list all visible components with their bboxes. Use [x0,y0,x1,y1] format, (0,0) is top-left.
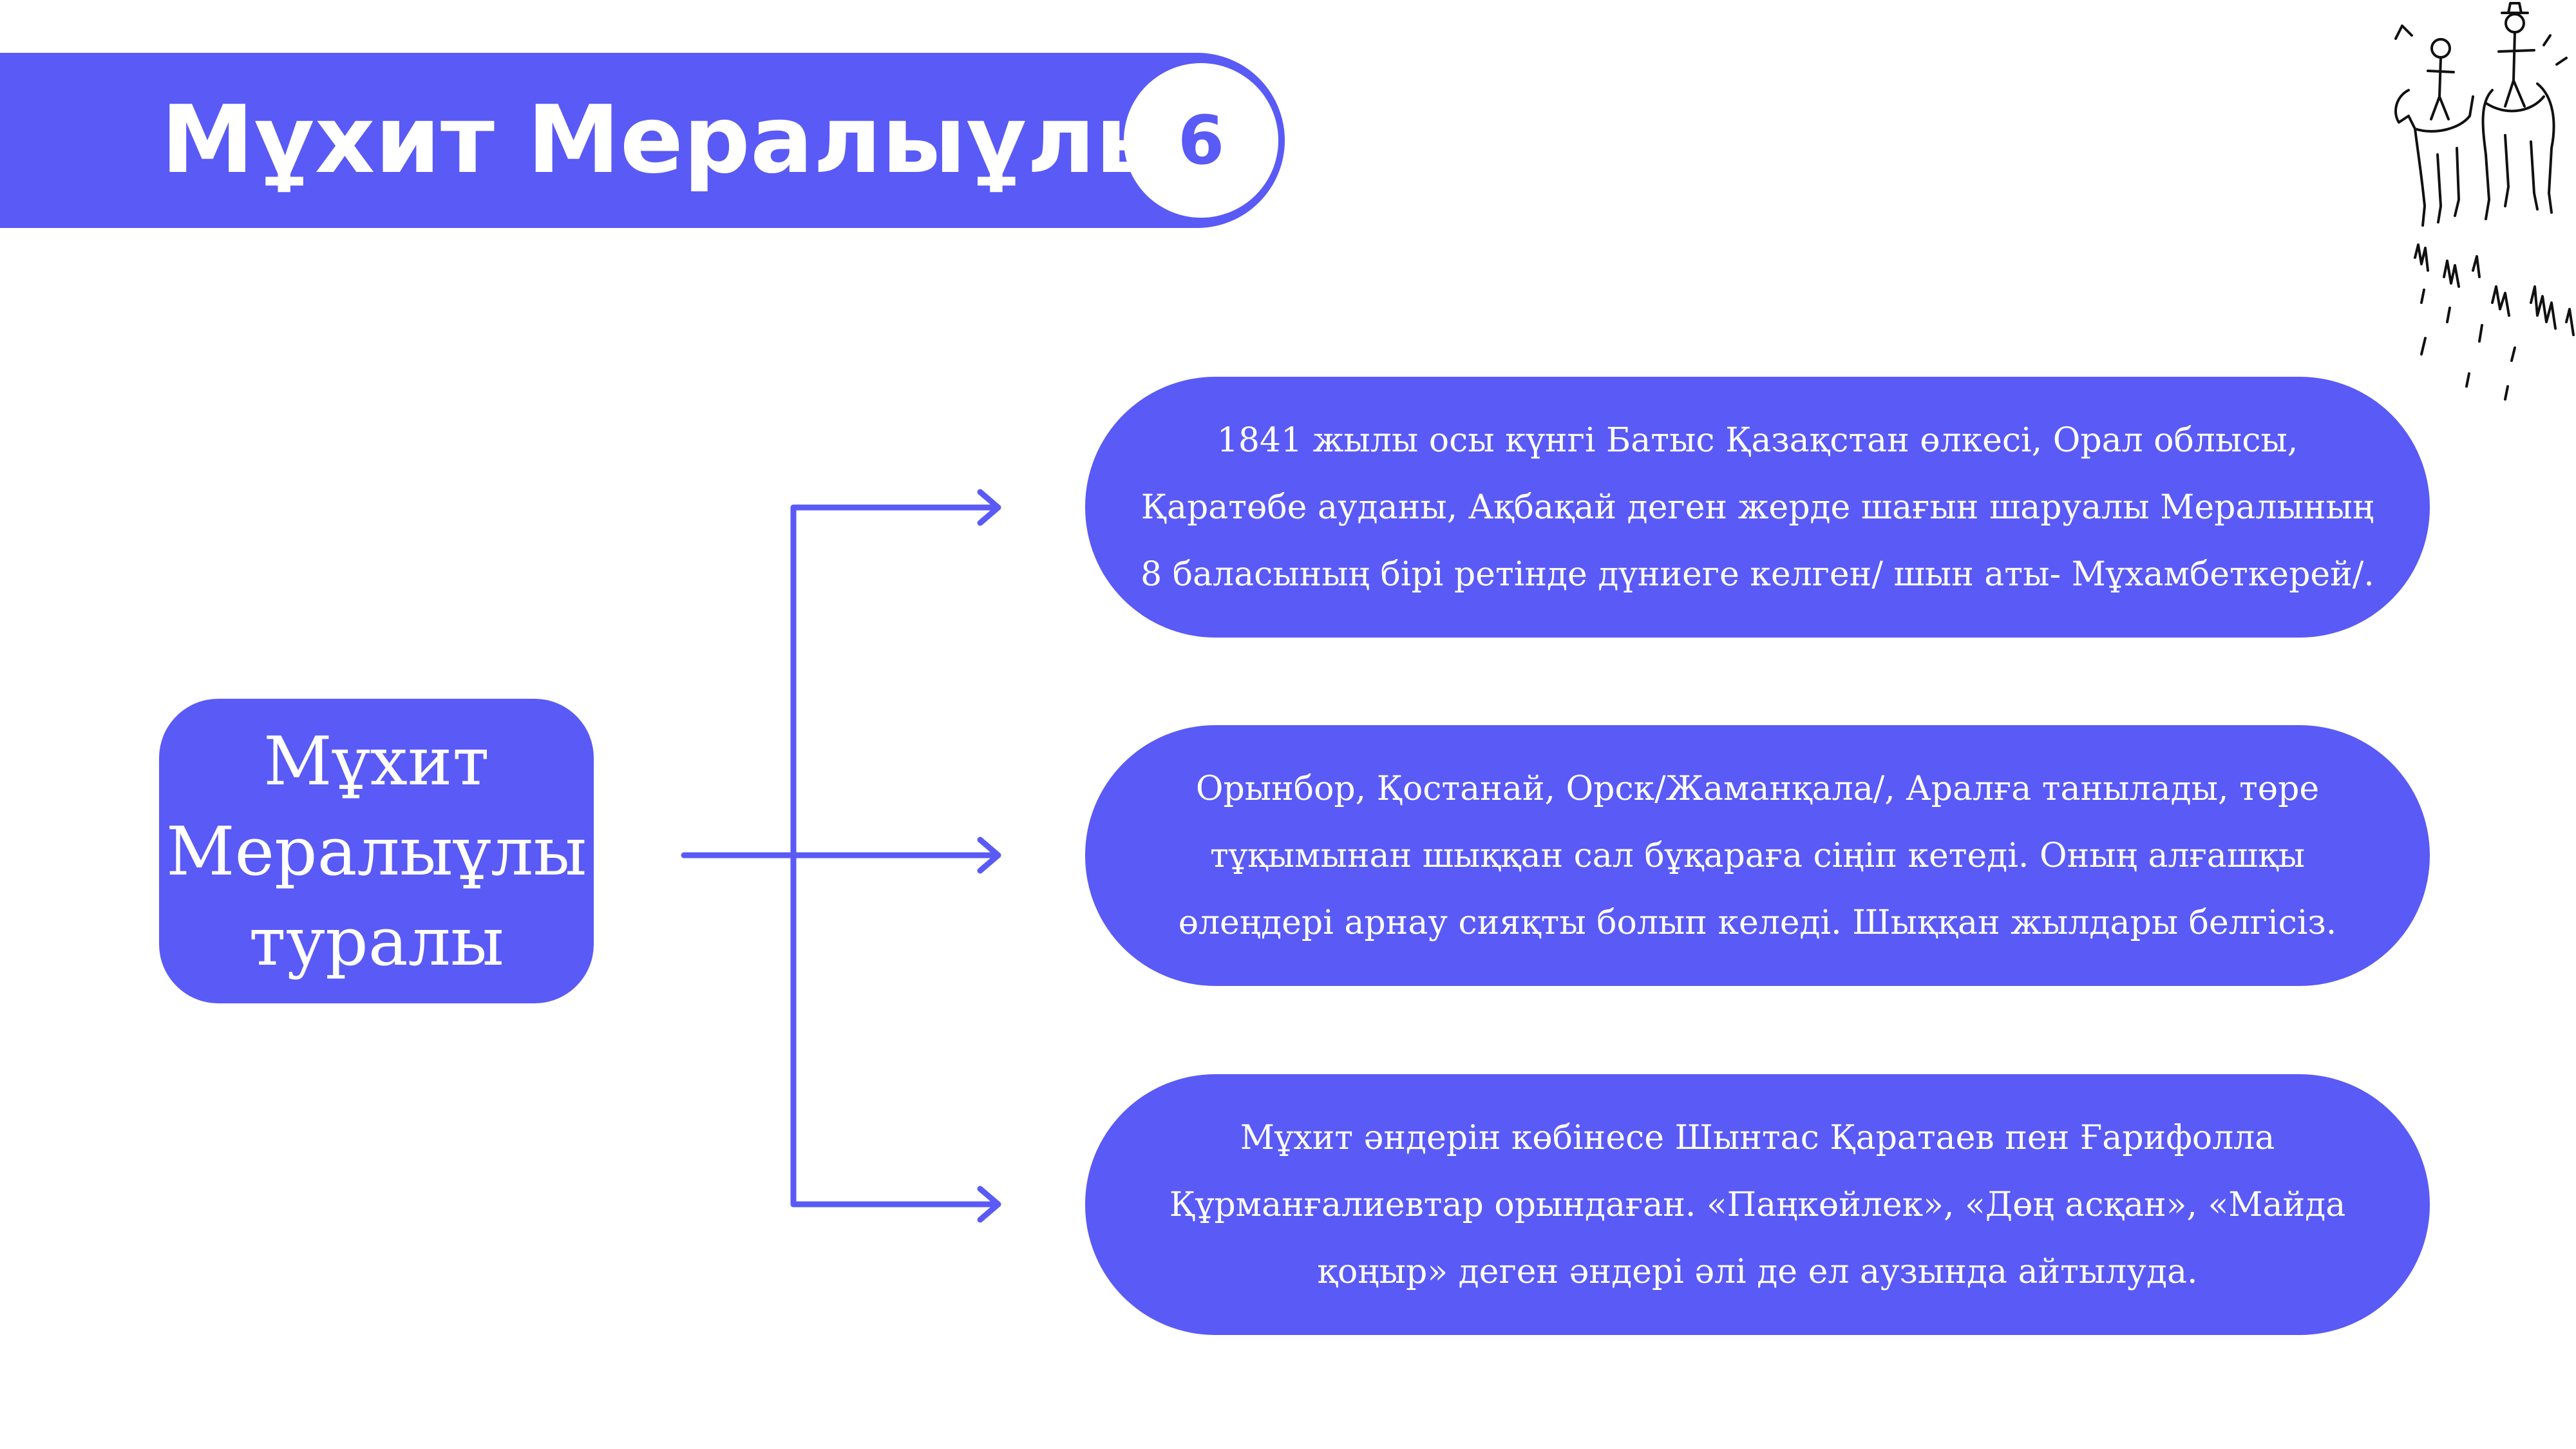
arrow-head-3 [977,1186,1001,1223]
fact-card-3: Мұхит әндерін көбінесе Шынтас Қаратаев п… [1085,1074,2430,1335]
topic-box: Мұхит Мералыұлы туралы [159,699,594,1003]
fact-text-1: 1841 жылы осы күнгі Батыс Қазақстан өлке… [1141,421,2374,594]
title-banner [0,53,1285,228]
arrow-head-1 [977,489,1001,526]
fact-card-2: Орынбор, Қостанай, Орск/Жаманқала/, Арал… [1085,725,2430,986]
fact-text-2: Орынбор, Қостанай, Орск/Жаманқала/, Арал… [1178,769,2337,942]
fact-card-1: 1841 жылы осы күнгі Батыс Қазақстан өлке… [1085,377,2430,638]
page-title: Мұхит Мералыұлы [161,86,1180,194]
arrow-head-2 [977,837,1001,874]
slide-number-badge: 6 [1124,63,1278,218]
topic-label: Мұхит Мералыұлы туралы [166,721,587,981]
horse-riders-sketch-icon [2394,2,2575,401]
fact-text-3: Мұхит әндерін көбінесе Шынтас Қаратаев п… [1169,1118,2346,1291]
